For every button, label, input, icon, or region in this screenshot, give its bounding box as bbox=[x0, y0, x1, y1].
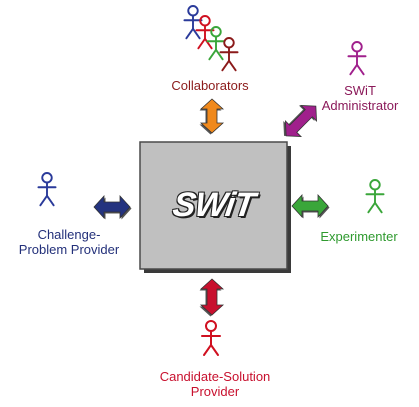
candidate-arrow bbox=[199, 278, 225, 317]
administrator-figure bbox=[347, 41, 367, 76]
provider-arrow bbox=[93, 194, 132, 220]
candidate-label-line-1: Candidate-Solution bbox=[159, 369, 271, 384]
collaborators-label: Collaborators bbox=[171, 78, 249, 93]
collaborator-figure-4 bbox=[219, 37, 239, 72]
provider-label-line-2: Problem Provider bbox=[18, 242, 120, 257]
collaborator-figure-2 bbox=[195, 15, 215, 50]
administrator-label-line-2: Administrator bbox=[321, 98, 399, 113]
administrator-label: SWiT Administrator bbox=[305, 83, 415, 113]
collaborator-figure-3 bbox=[206, 26, 226, 61]
collaborators-arrow bbox=[199, 98, 225, 135]
provider-label: Challenge- Problem Provider bbox=[4, 227, 134, 257]
collaborator-figure-1 bbox=[183, 5, 203, 40]
candidate-label-line-2: Provider bbox=[190, 384, 240, 399]
candidate-label: Candidate-Solution Provider bbox=[140, 369, 290, 399]
center-box bbox=[139, 141, 288, 270]
experimenter-arrow bbox=[291, 193, 330, 219]
experimenter-figure bbox=[365, 179, 385, 214]
experimenter-label: Experimenter bbox=[320, 229, 398, 244]
candidate-figure bbox=[201, 320, 221, 356]
provider-figure bbox=[37, 172, 57, 207]
provider-label-line-1: Challenge- bbox=[37, 227, 101, 242]
center-title: SWiT bbox=[170, 186, 257, 224]
administrator-arrow bbox=[283, 104, 318, 138]
administrator-label-line-1: SWiT bbox=[344, 83, 376, 98]
